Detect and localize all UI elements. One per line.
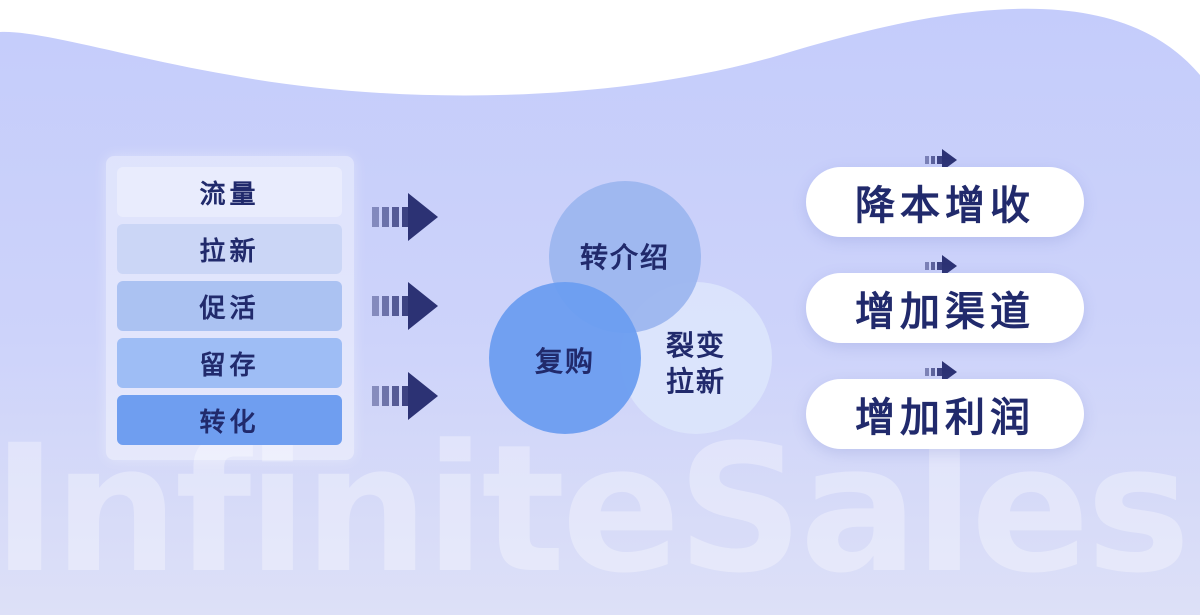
outcome-increase-channels: 增加渠道 [806,273,1084,343]
outcome-reduce-cost-increase-revenue: 降本增收 [806,167,1084,237]
stage-activation: 促活 [117,281,342,331]
arrow-icon [372,282,438,330]
arrow-icon [372,193,438,241]
venn-diagram [489,181,772,434]
stage-traffic: 流量 [117,167,342,217]
arrow-icon [372,372,438,420]
small-arrow-icon [925,361,957,383]
small-arrow-icon [925,255,957,277]
outcome-increase-profit: 增加利润 [806,379,1084,449]
circle-label-repurchase: 复购 [534,345,595,378]
top-wave-shape [0,0,1200,96]
stage-retention: 留存 [117,338,342,388]
stage-acquisition: 拉新 [117,224,342,274]
watermark-text: InfiniteSales [0,430,1191,612]
stage-conversion: 转化 [117,395,342,445]
circle-label-referral: 转介绍 [579,241,670,274]
circle-label-fission-line2: 拉新 [665,365,726,398]
circle-label-fission-line1: 裂变 [665,329,726,362]
small-arrow-icon [925,149,957,171]
watermark: InfiniteSales [0,430,1200,615]
circle-label-fission: 裂变 拉新 [646,328,746,400]
circle-repurchase [489,282,641,434]
